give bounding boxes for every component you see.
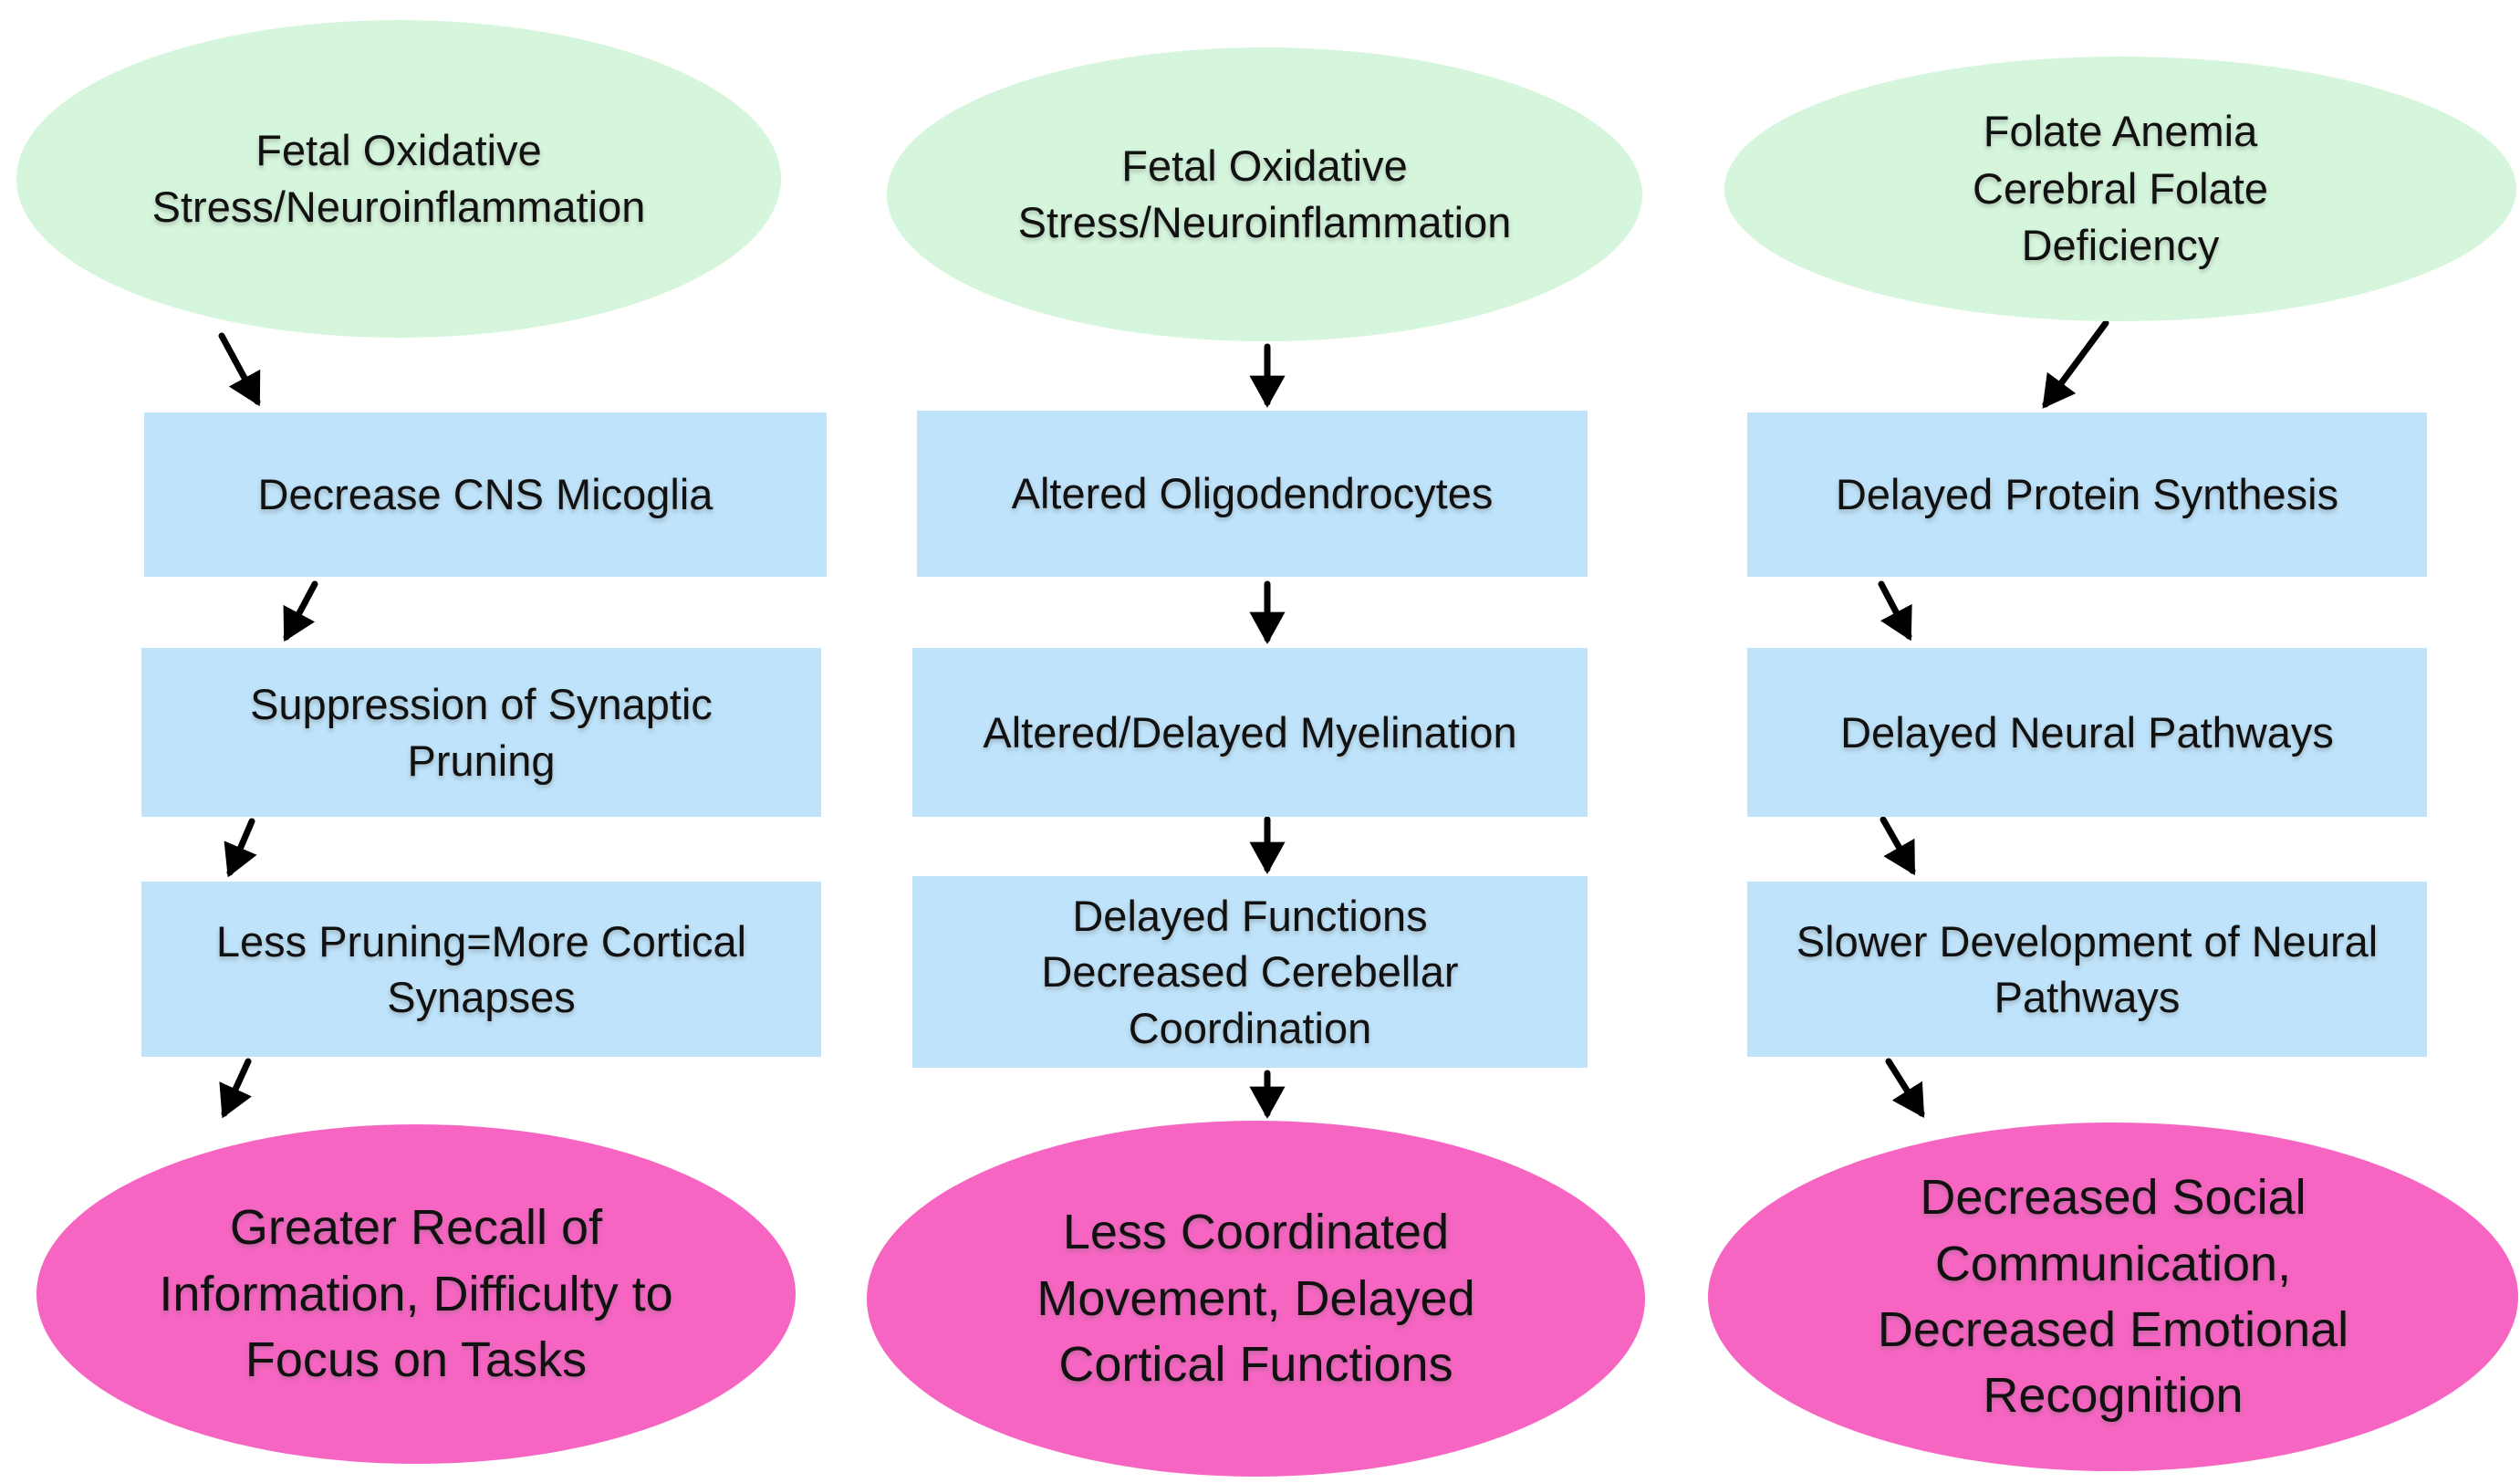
arrow-c3-step1-to-step2 <box>1878 580 1912 642</box>
step-box-delayed-functions-cerebellar: Delayed Functions Decreased Cerebellar C… <box>912 876 1588 1068</box>
outcome-ellipse-less-coordinated-movement: Less Coordinated Movement, Delayed Corti… <box>867 1121 1645 1477</box>
arrow-c1-step1-to-step2 <box>283 580 318 642</box>
step-box-delayed-protein-synthesis: Delayed Protein Synthesis <box>1747 413 2427 577</box>
step-box-delayed-neural-pathways: Delayed Neural Pathways <box>1747 648 2427 817</box>
source-ellipse-fetal-oxidative-stress-2: Fetal Oxidative Stress/Neuroinflammation <box>887 47 1642 341</box>
step-box-decrease-cns-microglia: Decrease CNS Micoglia <box>144 413 827 577</box>
source-ellipse-fetal-oxidative-stress-1: Fetal Oxidative Stress/Neuroinflammation <box>16 20 781 338</box>
step-box-slower-development-neural-pathways: Slower Development of Neural Pathways <box>1747 882 2427 1057</box>
step-box-altered-delayed-myelination: Altered/Delayed Myelination <box>912 648 1588 817</box>
outcome-ellipse-greater-recall: Greater Recall of Information, Difficult… <box>36 1124 796 1464</box>
step-box-suppression-synaptic-pruning: Suppression of Synaptic Pruning <box>141 648 821 817</box>
source-ellipse-folate-anemia: Folate Anemia Cerebral Folate Deficiency <box>1724 57 2516 321</box>
step-box-less-pruning-more-synapses: Less Pruning=More Cortical Synapses <box>141 882 821 1057</box>
arrow-c3-source-to-step1 <box>2042 319 2109 409</box>
step-box-altered-oligodendrocytes: Altered Oligodendrocytes <box>917 411 1588 577</box>
outcome-ellipse-decreased-social-communication: Decreased Social Communication, Decrease… <box>1708 1123 2518 1471</box>
arrow-c1-step2-to-step3 <box>224 818 257 878</box>
arrow-c3-step2-to-step3 <box>1880 816 1916 876</box>
arrow-c3-step3-to-outcome <box>1885 1058 1925 1118</box>
arrow-c1-source-to-step1 <box>218 332 261 407</box>
arrow-c1-step3-to-outcome <box>219 1058 253 1119</box>
